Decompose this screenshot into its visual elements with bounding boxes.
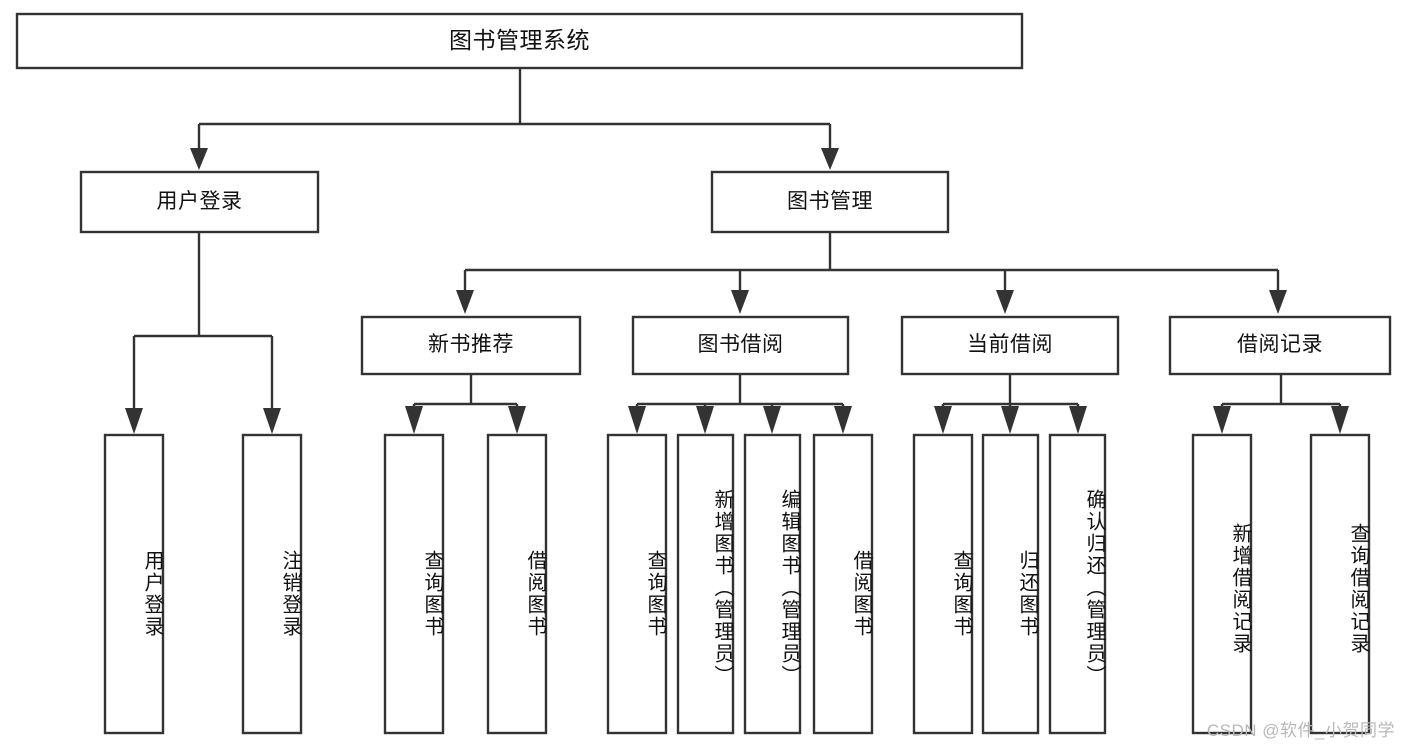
arrow-head-current-borrow [996, 290, 1014, 314]
node-box-new-book-recommend[interactable] [360, 315, 582, 376]
arrow-head-leaf-logout [263, 408, 281, 434]
node-box-leaf-bb-borrow-book[interactable] [812, 433, 874, 735]
node-box-leaf-logout[interactable] [241, 433, 303, 735]
arrow-head-leaf-user-login [125, 408, 143, 434]
arrow-head-book-mgmt [821, 148, 839, 170]
node-box-leaf-br-add-record[interactable] [1191, 433, 1253, 735]
node-box-user-login[interactable] [79, 170, 320, 234]
node-box-leaf-user-login[interactable] [103, 433, 165, 735]
arrow-head-bb-add-book [696, 406, 714, 434]
node-box-book-management[interactable] [710, 170, 950, 234]
csdn-watermark: CSDN @软件_小贺同学 [1206, 721, 1395, 740]
arrow-head-nb-query-books [405, 406, 423, 434]
arrow-head-borrow-records [1269, 290, 1287, 314]
node-box-leaf-cb-confirm-return[interactable] [1048, 433, 1107, 735]
arrow-head-cb-query-books [934, 406, 952, 434]
node-box-leaf-cb-query-books[interactable] [912, 433, 974, 735]
node-box-leaf-cb-return-books[interactable] [981, 433, 1040, 735]
arrow-head-bb-query-books [628, 406, 646, 434]
arrow-head-user-login [190, 148, 208, 170]
arrow-head-br-query-record [1331, 406, 1349, 434]
node-box-leaf-bb-query-books[interactable] [606, 433, 668, 735]
node-box-current-borrow[interactable] [900, 315, 1120, 376]
arrow-head-br-add-record [1213, 406, 1231, 434]
arrow-head-book-borrow [731, 290, 749, 314]
node-box-leaf-br-query-record[interactable] [1309, 433, 1371, 735]
node-box-book-borrow[interactable] [631, 315, 850, 376]
arrow-head-bb-edit-book [763, 406, 781, 434]
node-box-root[interactable] [15, 12, 1024, 70]
node-box-leaf-bb-add-book[interactable] [676, 433, 735, 735]
arrow-head-new-books [456, 290, 474, 314]
arrow-head-cb-confirm-return [1069, 406, 1087, 434]
arrow-head-nb-borrow-books [508, 406, 526, 434]
node-box-leaf-nb-query-books[interactable] [383, 433, 445, 735]
node-box-leaf-nb-borrow-books[interactable] [486, 433, 548, 735]
arrow-head-cb-return-books [1001, 406, 1019, 434]
arrow-head-bb-borrow-book [834, 406, 852, 434]
node-box-leaf-bb-edit-book[interactable] [743, 433, 802, 735]
node-box-borrow-records[interactable] [1168, 315, 1392, 376]
